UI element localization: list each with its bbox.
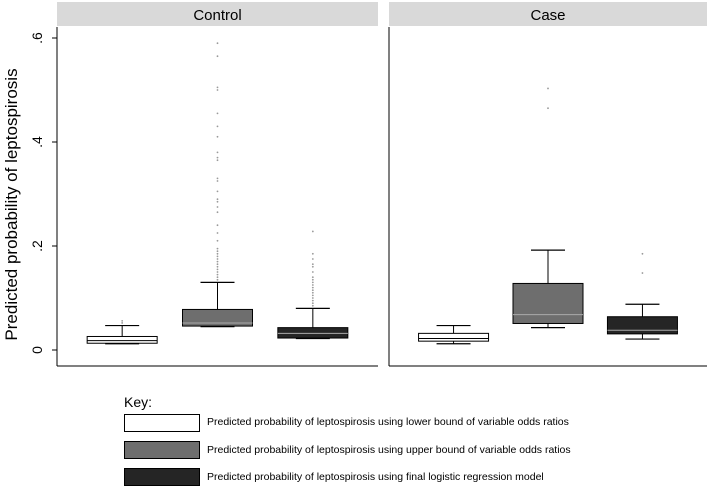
box-control-2-outlier-9 <box>311 281 314 284</box>
box-control-2-outlier-12 <box>311 271 314 273</box>
box-control-2-outlier-7 <box>311 286 314 289</box>
box-control-2-outlier-14 <box>311 263 314 266</box>
box-control-1-outlier-5 <box>216 265 219 268</box>
box-case-1-outlier-1 <box>547 87 549 90</box>
box-case-2-outlier-1 <box>641 252 644 255</box>
box-control-1-iqr <box>182 308 253 327</box>
box-control-1-outlier-3 <box>216 271 219 273</box>
box-control-1-outlier-29 <box>216 89 219 91</box>
box-control-2-outlier-6 <box>311 289 314 292</box>
box-case-1-outlier-0 <box>547 107 549 110</box>
box-control-1-outlier-6 <box>216 263 219 266</box>
box-control-2-outlier-11 <box>311 276 314 279</box>
box-control-0-iqr <box>86 335 158 344</box>
box-control-1-outlier-27 <box>216 125 219 128</box>
panel-header-case <box>389 2 707 26</box>
box-control-1-outlier-19 <box>216 198 219 201</box>
box-control-1-outlier-20 <box>216 190 219 193</box>
legend-swatch-lower-bound <box>124 414 200 432</box>
box-case-1-iqr <box>512 282 584 324</box>
box-control-1-outlier-22 <box>216 177 219 180</box>
box-control-2-outlier-16 <box>311 252 314 255</box>
box-control-2-outlier-10 <box>311 278 314 281</box>
y-tick-label-2: .4 <box>29 136 45 148</box>
y-axis-title: Predicted probability of leptospirosis <box>2 68 21 340</box>
box-control-1-outlier-10 <box>216 252 219 255</box>
y-tick-label-3: .6 <box>29 32 45 44</box>
box-control-2-outlier-8 <box>311 284 314 286</box>
box-control-1-outlier-21 <box>216 180 219 182</box>
box-control-1-outlier-14 <box>216 232 219 234</box>
legend-swatch-final-model <box>124 468 200 486</box>
box-control-2-outlier-0 <box>311 304 314 307</box>
box-control-1-outlier-32 <box>216 42 219 45</box>
panel-label-case: Case <box>530 7 565 24</box>
box-control-1-outlier-31 <box>216 55 219 58</box>
box-control-2-outlier-5 <box>311 291 314 294</box>
box-case-2-iqr <box>606 316 678 335</box>
box-case-2-outlier-0 <box>641 272 644 274</box>
box-control-1-outlier-13 <box>216 239 219 242</box>
box-control-1-outlier-18 <box>216 200 219 203</box>
box-control-1-outlier-17 <box>216 206 219 208</box>
box-control-1-outlier-1 <box>216 276 219 279</box>
box-control-2-outlier-4 <box>311 294 314 297</box>
box-control-1-outlier-24 <box>216 156 219 159</box>
box-control-1-outlier-12 <box>216 247 219 250</box>
box-case-0-iqr <box>418 332 490 342</box>
box-control-2-outlier-1 <box>311 302 314 305</box>
box-control-1-outlier-8 <box>216 258 219 260</box>
box-control-2-outlier-17 <box>311 230 314 233</box>
legend-label-lower-bound: Predicted probability of leptospirosis u… <box>207 416 569 428</box>
box-control-1-outlier-28 <box>216 112 219 115</box>
legend-title: Key: <box>124 394 153 410</box>
legend-swatch-upper-bound <box>124 441 200 459</box>
box-control-2-outlier-13 <box>311 265 314 268</box>
box-control-1-outlier-23 <box>216 159 219 162</box>
box-control-1-outlier-7 <box>216 260 219 263</box>
box-control-2-outlier-3 <box>311 297 314 299</box>
box-control-1-outlier-9 <box>216 255 219 258</box>
box-control-2-outlier-15 <box>311 258 314 260</box>
box-control-1-outlier-25 <box>216 151 219 154</box>
box-control-0-outlier-1 <box>121 319 124 322</box>
panel-label-control: Control <box>193 7 241 24</box>
box-control-1-outlier-15 <box>216 224 219 227</box>
legend-label-upper-bound: Predicted probability of leptospirosis u… <box>207 444 571 456</box>
box-control-1-outlier-30 <box>216 86 219 89</box>
box-control-1-outlier-26 <box>216 135 219 138</box>
y-tick-label-1: .2 <box>29 240 45 252</box>
box-control-1-outlier-0 <box>216 278 219 281</box>
box-control-1-outlier-4 <box>216 268 219 271</box>
panel-header-control <box>57 2 378 26</box>
y-tick-label-0: 0 <box>29 346 45 354</box>
box-control-2-outlier-2 <box>311 299 314 302</box>
box-control-1-outlier-11 <box>216 250 219 253</box>
box-control-1-outlier-16 <box>216 211 219 214</box>
box-control-2-iqr <box>277 327 349 339</box>
legend-label-final-model: Predicted probability of leptospirosis u… <box>207 471 544 483</box>
box-control-0-outlier-0 <box>121 322 124 324</box>
box-control-1-outlier-2 <box>216 273 219 276</box>
